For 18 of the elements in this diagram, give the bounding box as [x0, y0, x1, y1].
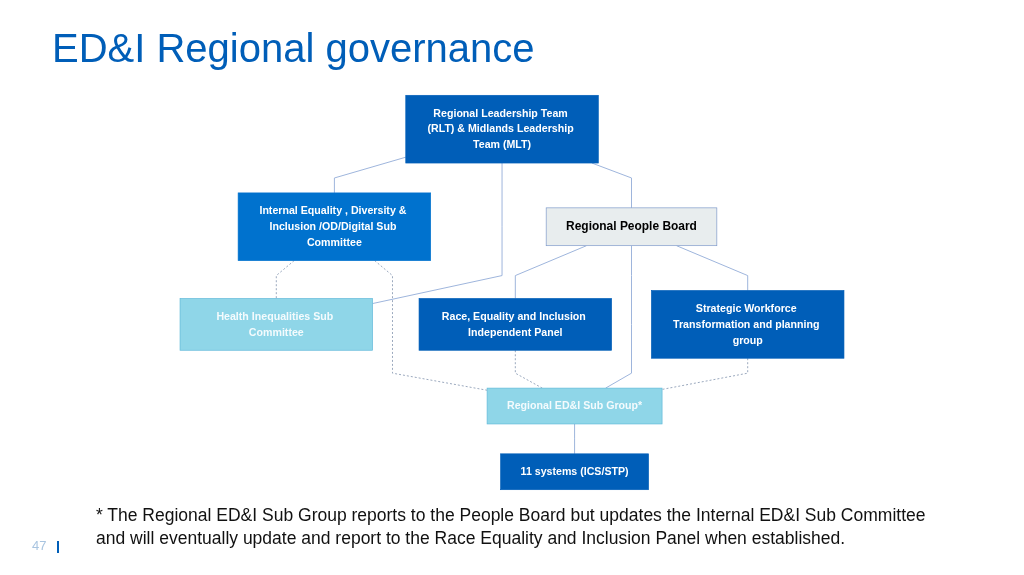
- connector: [333, 156, 407, 194]
- connector: [574, 423, 576, 455]
- node-box: Health Inequalities Sub Committee: [179, 298, 373, 351]
- node-box: Strategic Workforce Transformation and planning group: [651, 290, 845, 359]
- connector: [372, 162, 503, 305]
- slide-title: ED&I Regional governance: [52, 26, 535, 71]
- connector: [676, 245, 749, 291]
- node-box: Regional ED&I Sub Group*: [486, 387, 663, 425]
- node-box: Race, Equality and Inclusion Independent Panel: [418, 298, 612, 351]
- node-box: Internal Equality , Diversity & Inclusion /OD/Digital Sub Committee: [237, 192, 431, 261]
- node-box: Regional People Board: [545, 207, 718, 246]
- footnote: * The Regional ED&I Sub Group reports to the People Board but updates the Internal ED&I Sub Committee and will eventually update and report to the Race Equality and Inclusion Panel when established.: [96, 504, 926, 550]
- connector: [605, 245, 632, 389]
- node-box: Regional Leadership Team (RLT) & Midlands Leadership Team (MLT): [405, 95, 599, 164]
- node-box: 11 systems (ICS/STP): [500, 453, 649, 490]
- connector: [514, 245, 587, 299]
- page-number: 47: [32, 538, 47, 553]
- connector: [275, 260, 295, 299]
